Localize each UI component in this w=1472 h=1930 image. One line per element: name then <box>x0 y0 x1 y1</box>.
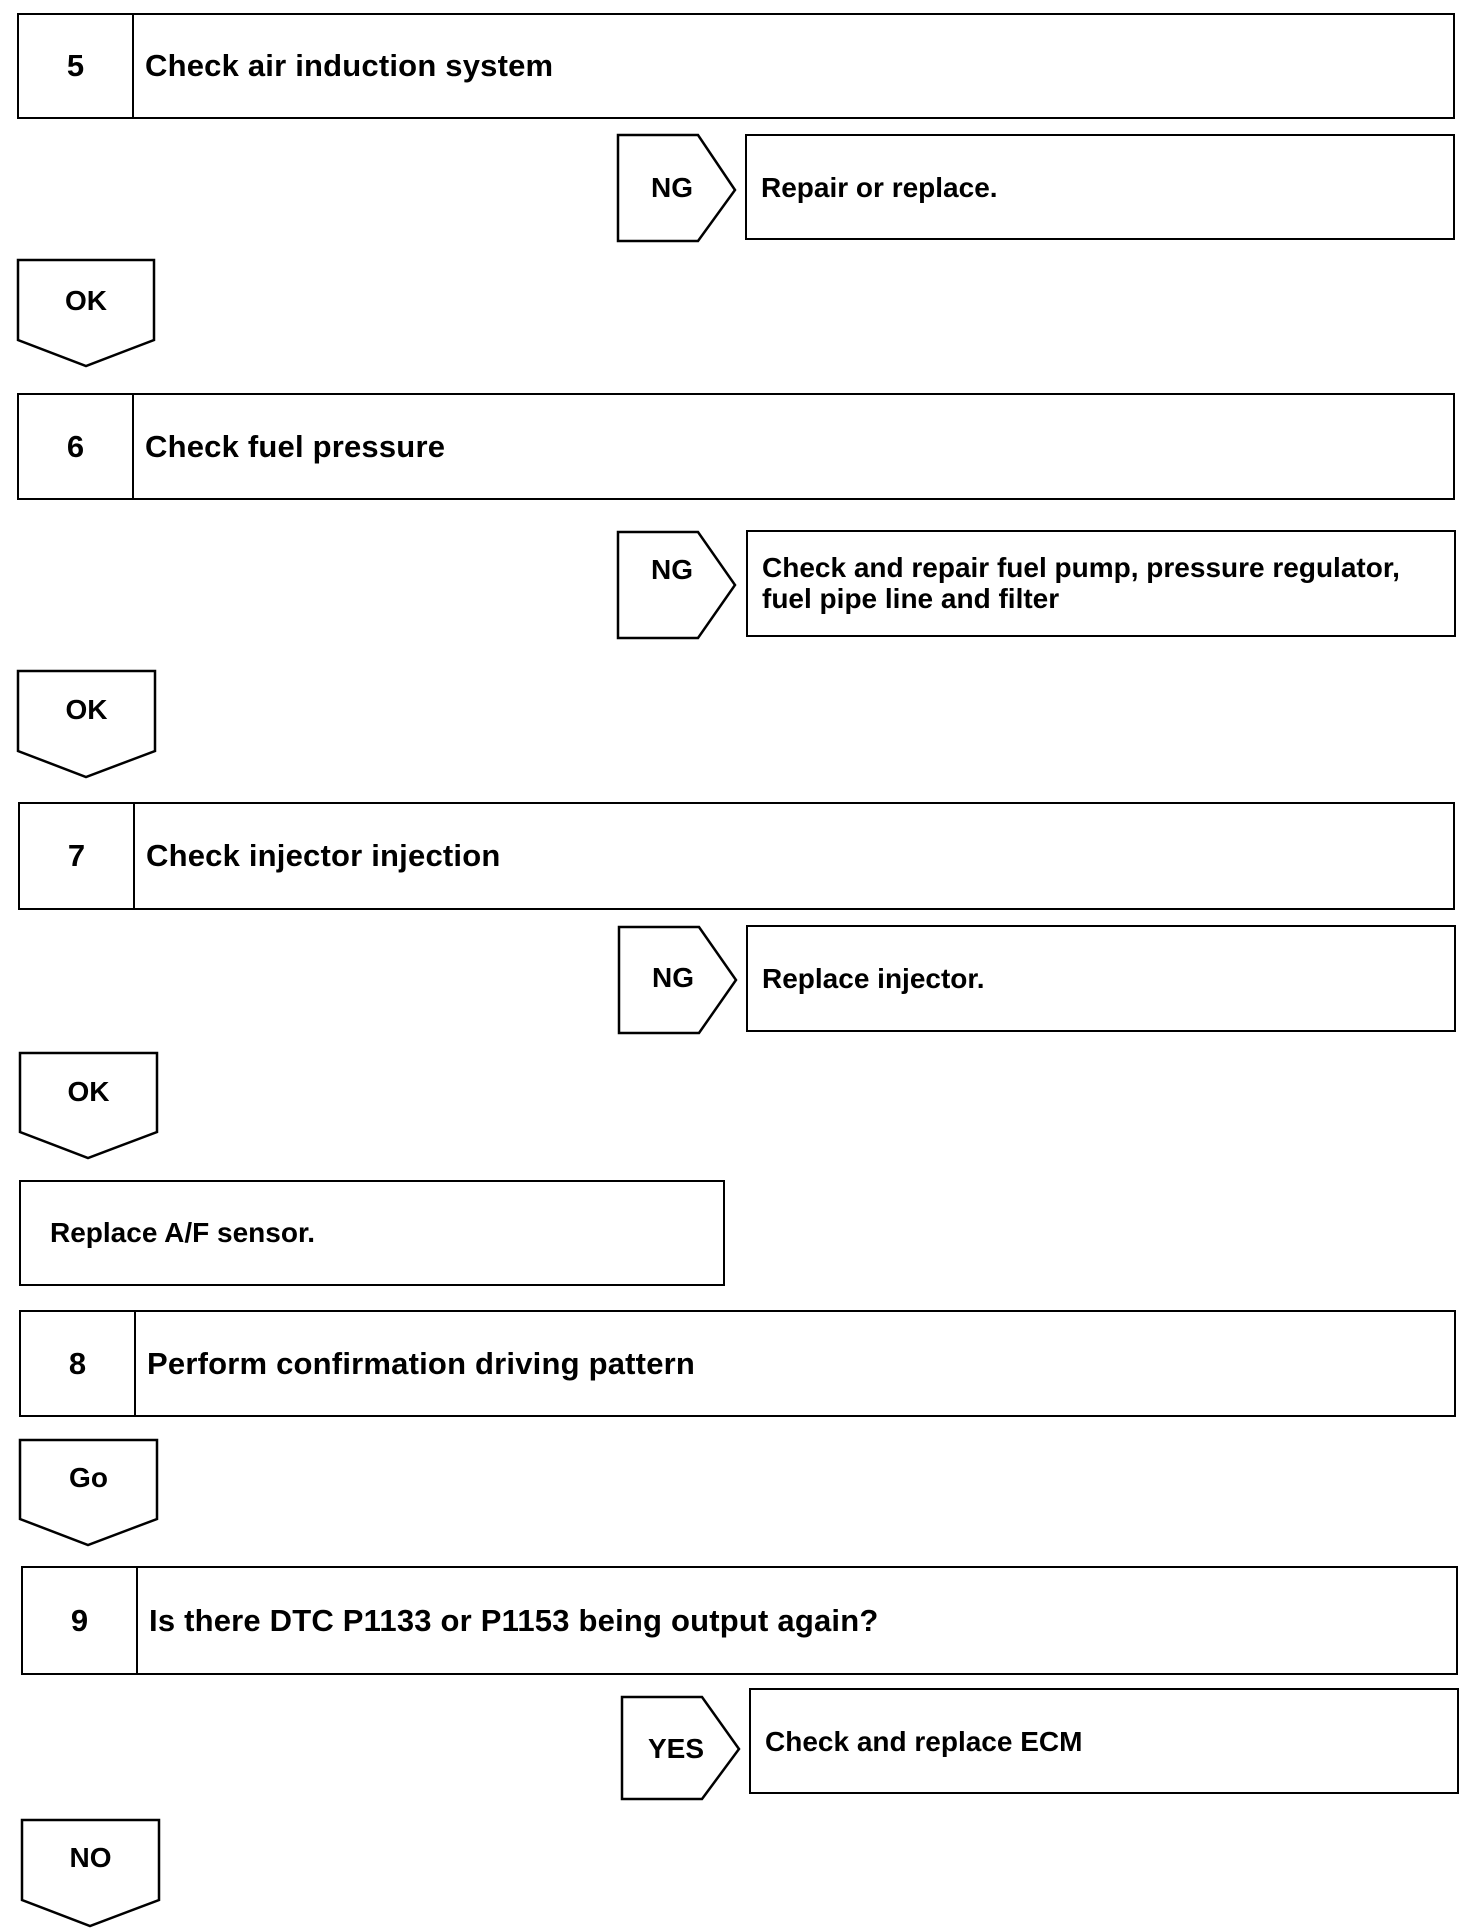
go-label: Go <box>69 1462 108 1493</box>
step-title: Check injector injection <box>146 838 501 873</box>
ok-label: OK <box>65 285 107 316</box>
result-box: Replace injector. <box>746 925 1456 1032</box>
result-box: Repair or replace. <box>745 134 1455 240</box>
ng-label: NG <box>651 172 693 203</box>
step-title: Is there DTC P1133 or P1153 being output… <box>149 1602 879 1638</box>
yes-label: YES <box>647 1733 705 1764</box>
step-number: 9 <box>23 1568 138 1673</box>
step-5-box: 5 Check air induction system <box>17 13 1455 119</box>
ng-label: NG <box>651 554 693 585</box>
step-number: 8 <box>21 1312 136 1415</box>
step-title: Perform confirmation driving pattern <box>147 1345 696 1381</box>
ng-label: NG <box>652 962 694 993</box>
result-line: Check and repair fuel pump, pressure reg… <box>762 552 1400 583</box>
action-box: Replace A/F sensor. <box>19 1180 725 1286</box>
step-9-box: 9 Is there DTC P1133 or P1153 being outp… <box>21 1566 1458 1675</box>
result-box: Check and repair fuel pump, pressure reg… <box>746 530 1456 637</box>
step-6-box: 6 Check fuel pressure <box>17 393 1455 500</box>
step-number: 5 <box>19 15 134 117</box>
step-number: 6 <box>19 395 134 498</box>
step-number: 7 <box>20 804 135 908</box>
step-title: Check air induction system <box>145 48 554 83</box>
ok-label: OK <box>65 694 108 725</box>
step-7-box: 7 Check injector injection <box>18 802 1455 910</box>
no-label: NO <box>69 1842 112 1873</box>
step-title: Check fuel pressure <box>145 428 446 464</box>
result-box: Check and replace ECM <box>749 1688 1459 1794</box>
ok-label: OK <box>67 1076 110 1107</box>
step-8-box: 8 Perform confirmation driving pattern <box>19 1310 1456 1417</box>
result-line: fuel pipe line and filter <box>762 583 1060 614</box>
